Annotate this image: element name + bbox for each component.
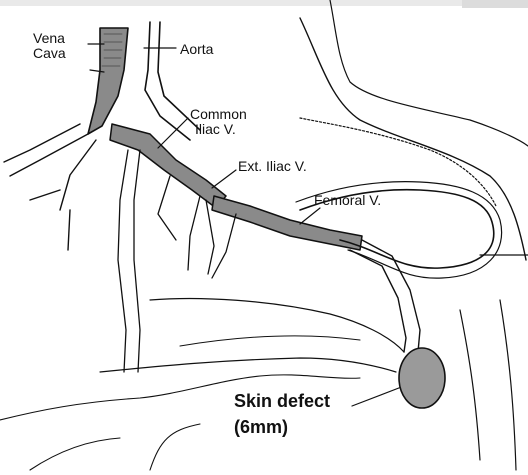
common-iliac-leader bbox=[158, 118, 188, 148]
label-ext-iliac: Ext. Iliac V. bbox=[238, 159, 307, 173]
top-border bbox=[0, 0, 528, 6]
thigh-contour-left bbox=[150, 299, 404, 352]
aorta bbox=[145, 22, 200, 140]
label-vena-cava-line1: Vena bbox=[33, 31, 65, 45]
label-skin-defect-line2: (6mm) bbox=[234, 416, 288, 438]
thigh-contour-lower bbox=[100, 358, 396, 372]
label-skin-defect-line1: Skin defect bbox=[234, 390, 330, 412]
label-common-iliac-line1: Common bbox=[190, 107, 247, 121]
left-vessels bbox=[4, 124, 96, 250]
skin-defect-leader bbox=[352, 386, 404, 406]
label-common-iliac-line2: Iliac V. bbox=[195, 122, 236, 136]
label-aorta: Aorta bbox=[180, 42, 213, 56]
right-leg-contour bbox=[460, 300, 516, 470]
label-femoral: Femoral V. bbox=[314, 193, 381, 207]
thigh-contour-mid bbox=[180, 336, 360, 346]
top-right-tab bbox=[462, 0, 528, 8]
ext-iliac-leader bbox=[212, 170, 236, 188]
skin-defect-marker bbox=[399, 348, 445, 408]
body-contour-upper bbox=[330, 0, 528, 146]
label-vena-cava-line2: Cava bbox=[33, 46, 66, 60]
femoral-leader bbox=[300, 208, 320, 224]
